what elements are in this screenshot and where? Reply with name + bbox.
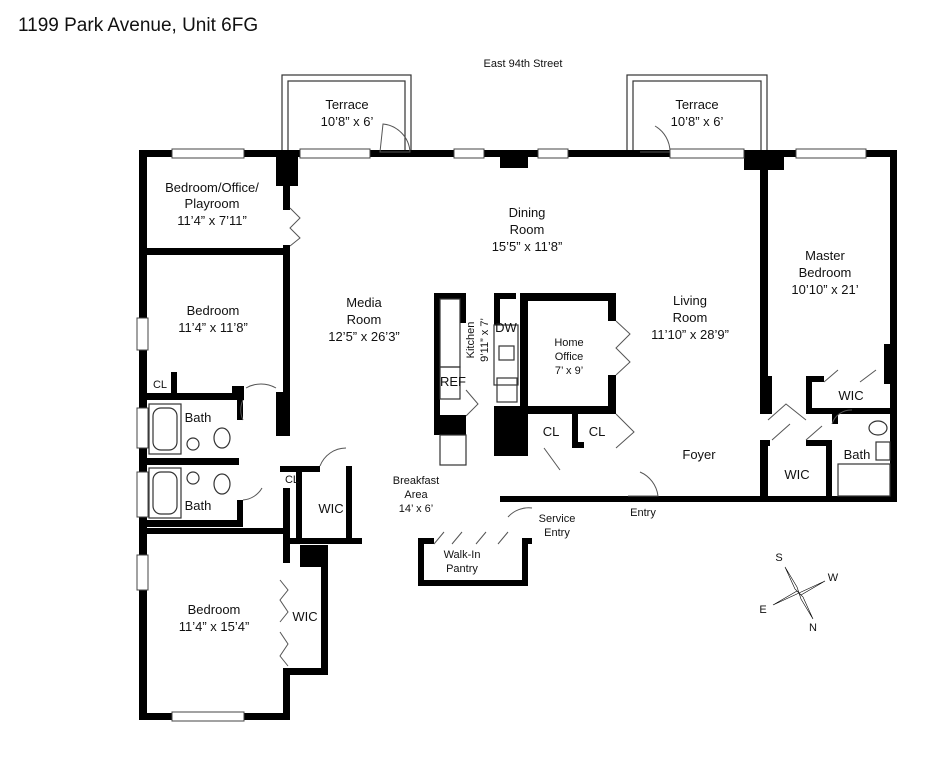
svg-text:Office: Office (555, 351, 584, 363)
svg-text:Room: Room (510, 222, 545, 237)
svg-text:Master: Master (805, 248, 845, 263)
doors (240, 123, 877, 667)
media-room-label: Media Room 12’5” x 26’3” (328, 295, 400, 344)
svg-text:Media: Media (346, 295, 382, 310)
svg-text:11’10” x 28’9”: 11’10” x 28’9” (651, 327, 729, 342)
bedroom-mid-label: Bedroom 11’4” x 11’8” (178, 303, 248, 335)
home-office-label: Home Office 7’ x 9’ (554, 337, 583, 377)
kitchen-fixtures (439, 298, 519, 466)
svg-text:Living: Living (673, 293, 707, 308)
cl-left-label: CL (543, 424, 560, 439)
wic-bedroom-label: WIC (292, 609, 317, 624)
svg-text:Dining: Dining (509, 205, 546, 220)
interior-walls (139, 150, 896, 563)
bath-upper-label: Bath (185, 410, 212, 425)
svg-text:Bedroom: Bedroom (187, 303, 240, 318)
svg-text:15’5” x 11’8”: 15’5” x 11’8” (492, 239, 563, 254)
svg-text:Entry: Entry (544, 527, 570, 539)
compass-e: E (759, 604, 766, 616)
service-entry-label: Service Entry (539, 513, 576, 539)
svg-text:Walk-In: Walk-In (444, 549, 481, 561)
svg-text:Breakfast: Breakfast (393, 475, 439, 487)
dw-label: DW (495, 320, 517, 335)
svg-text:11’4” x 7’11”: 11’4” x 7’11” (177, 213, 247, 228)
ref-label: REF (440, 374, 466, 389)
cl-hall-label: CL (285, 474, 299, 486)
foyer-label: Foyer (682, 447, 716, 462)
wic-foyer-label: WIC (784, 467, 809, 482)
windows (136, 148, 867, 722)
svg-text:Playroom: Playroom (185, 196, 240, 211)
svg-text:10’8” x 6’: 10’8” x 6’ (671, 114, 724, 129)
bedroom-office-label: Bedroom/Office/ Playroom 11’4” x 7’11” (165, 180, 259, 228)
svg-text:Bedroom: Bedroom (799, 265, 852, 280)
compass-w: W (828, 572, 839, 584)
wic-hall-label: WIC (318, 501, 343, 516)
svg-text:Pantry: Pantry (446, 563, 478, 575)
svg-text:14’ x 6’: 14’ x 6’ (399, 503, 433, 515)
bedroom-bottom-label: Bedroom 11’4” x 15’4” (179, 602, 250, 634)
svg-text:Room: Room (347, 312, 382, 327)
svg-text:12’5” x 26’3”: 12’5” x 26’3” (328, 329, 400, 344)
terrace-right-label: Terrace 10’8” x 6’ (671, 97, 724, 129)
compass-s: S (775, 552, 782, 564)
bath-master-label: Bath (844, 447, 871, 462)
svg-text:Area: Area (404, 489, 428, 501)
cl-right-label: CL (589, 424, 606, 439)
svg-text:11’4” x 11’8”: 11’4” x 11’8” (178, 320, 248, 335)
svg-text:Room: Room (673, 310, 708, 325)
bath-fixtures (148, 403, 891, 519)
svg-text:10’8” x 6’: 10’8” x 6’ (321, 114, 374, 129)
svg-text:Home: Home (554, 337, 583, 349)
svg-text:Service: Service (539, 513, 576, 525)
plan-title: 1199 Park Avenue, Unit 6FG (18, 15, 258, 36)
master-bedroom-label: Master Bedroom 10’10” x 21’ (791, 248, 858, 297)
kitchen-label: Kitchen 9’11” x 7’ (465, 318, 491, 362)
svg-text:7’ x 9’: 7’ x 9’ (555, 365, 583, 377)
compass-rose: S W E N (759, 552, 838, 634)
svg-text:9’11” x 7’: 9’11” x 7’ (479, 318, 491, 362)
compass-n: N (809, 622, 817, 634)
svg-text:Terrace: Terrace (325, 97, 368, 112)
svg-text:Bedroom: Bedroom (188, 602, 241, 617)
svg-text:11’4” x 15’4”: 11’4” x 15’4” (179, 619, 250, 634)
bath-lower-label: Bath (185, 498, 212, 513)
breakfast-area-label: Breakfast Area 14’ x 6’ (393, 475, 439, 515)
svg-text:Bedroom/Office/: Bedroom/Office/ (165, 180, 259, 195)
walk-in-pantry-label: Walk-In Pantry (444, 549, 481, 575)
cl-bedroom-label: CL (153, 379, 167, 391)
living-room-label: Living Room 11’10” x 28’9” (651, 293, 729, 342)
terrace-left-label: Terrace 10’8” x 6’ (321, 97, 374, 129)
street-label: East 94th Street (484, 58, 563, 70)
svg-text:Kitchen: Kitchen (465, 322, 477, 359)
wic-master-label: WIC (838, 388, 863, 403)
dining-room-label: Dining Room 15’5” x 11’8” (492, 205, 563, 254)
svg-text:10’10” x 21’: 10’10” x 21’ (791, 282, 858, 297)
svg-text:Terrace: Terrace (675, 97, 718, 112)
entry-label: Entry (630, 507, 656, 519)
